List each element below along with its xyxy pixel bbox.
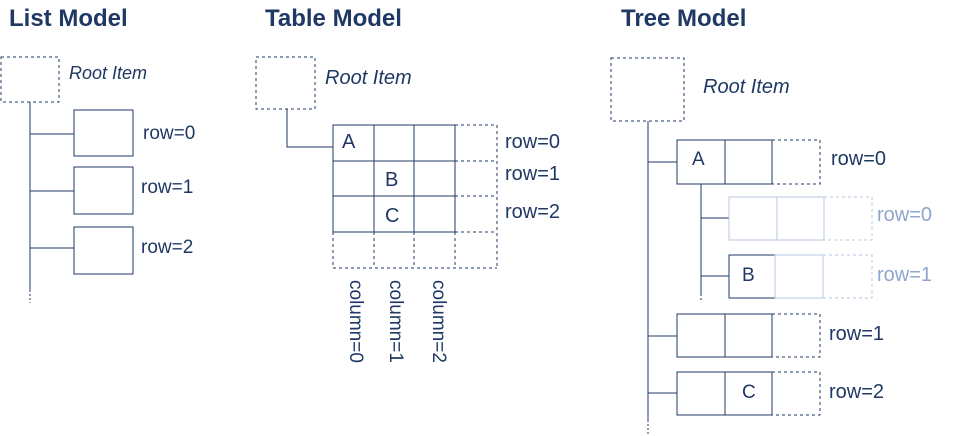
table-grid-border — [332, 124, 456, 233]
list-row-label-1: row=1 — [141, 177, 194, 198]
tree-row-label-1: row=1 — [829, 323, 885, 345]
table-cell-c: C — [385, 205, 400, 227]
table-column-label-2: column=2 — [428, 280, 449, 363]
tree-cell-b: B — [742, 265, 755, 286]
table-row-label-0: row=0 — [505, 131, 561, 153]
table-column-label-0: column=0 — [345, 280, 366, 363]
tree-row-1-cell-1 — [724, 313, 773, 358]
table-root-label: Root Item — [325, 67, 412, 89]
tree-child-row-label-1: row=1 — [877, 264, 933, 286]
tree-child-row-0-extra-cell — [823, 196, 873, 241]
table-root-connector — [286, 109, 333, 148]
tree-child-row-1-cell-1 — [774, 254, 824, 299]
list-item-box-row-0 — [73, 109, 134, 157]
tree-root-label: Root Item — [703, 76, 790, 98]
tree-child-row-1-extra-cell — [822, 254, 873, 299]
tree-child-row-0-cell-1 — [776, 196, 825, 241]
table-root-box — [255, 56, 316, 110]
table-extra-row — [332, 232, 497, 269]
table-row-label-1: row=1 — [505, 163, 561, 185]
tree-row-1-extra-cell — [771, 313, 821, 358]
tree-row-label-0: row=0 — [831, 148, 887, 170]
tree-row-2-cell-1 — [724, 371, 773, 416]
list-model-graphics — [0, 56, 134, 303]
tree-root-box — [610, 57, 685, 122]
table-row-label-2: row=2 — [505, 201, 561, 223]
tree-cell-a: A — [692, 149, 705, 170]
tree-row-0-extra-cell — [771, 139, 821, 185]
tree-row-2-extra-cell — [771, 371, 821, 416]
list-model-title: List Model — [9, 5, 128, 32]
list-row-label-0: row=0 — [143, 123, 196, 144]
tree-row-label-2: row=2 — [829, 381, 885, 403]
list-row-label-2: row=2 — [141, 237, 194, 258]
list-root-box — [0, 56, 60, 103]
table-model-title: Table Model — [265, 5, 402, 32]
table-model-graphics — [255, 56, 498, 269]
table-extra-column — [455, 124, 498, 268]
tree-model-title: Tree Model — [621, 5, 747, 32]
tree-child-row-0-cell-0 — [728, 196, 778, 241]
tree-row-0-cell-1 — [724, 139, 773, 185]
tree-row-2-cell-0 — [676, 371, 726, 416]
tree-child-row-label-0: row=0 — [877, 204, 933, 226]
tree-model-graphics — [610, 57, 873, 435]
tree-cell-c: C — [742, 382, 756, 403]
list-root-label: Root Item — [69, 63, 148, 83]
table-column-label-1: column=1 — [385, 280, 406, 363]
tree-row-1-cell-0 — [676, 313, 726, 358]
table-cell-a: A — [342, 131, 356, 153]
table-cell-b: B — [385, 169, 399, 191]
list-item-box-row-1 — [73, 166, 134, 215]
list-item-box-row-2 — [73, 226, 134, 275]
